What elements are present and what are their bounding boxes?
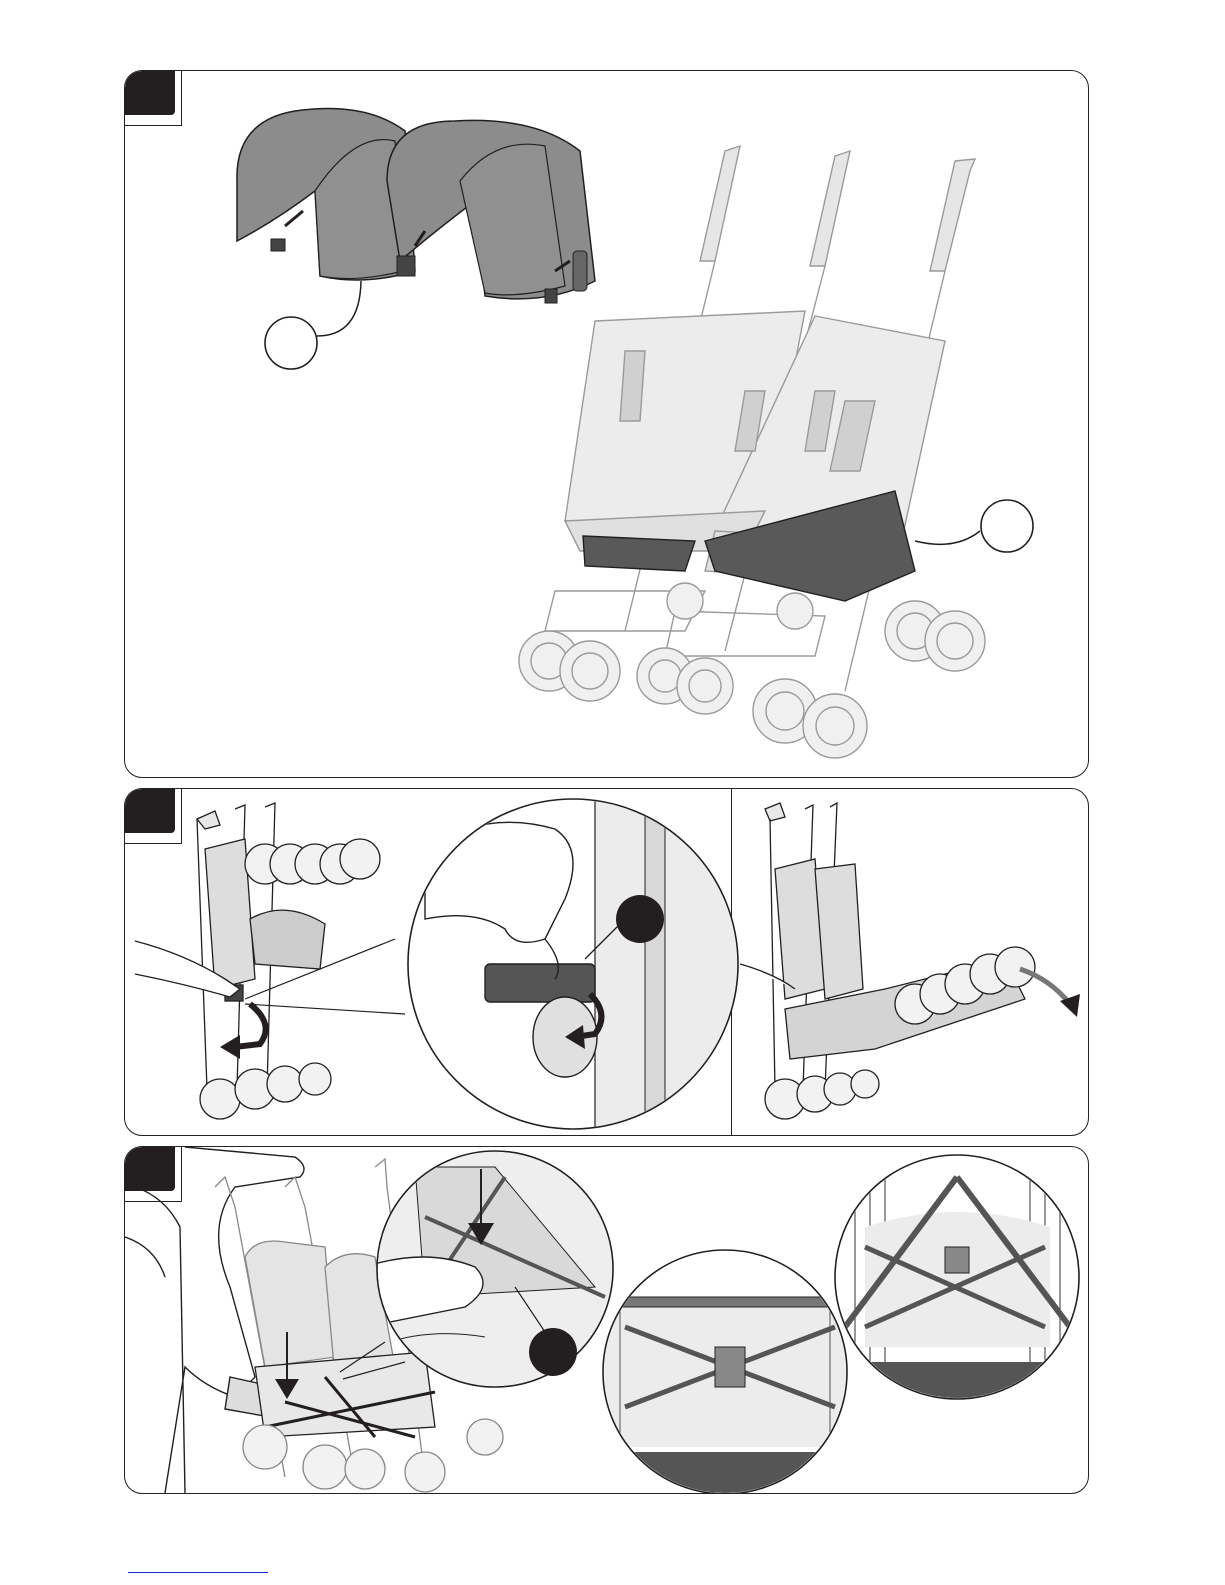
footer-rule: [128, 1572, 268, 1573]
rotate-arrow-icon: [220, 1004, 266, 1059]
folded-stroller-left: [197, 803, 380, 1119]
callout-circle-canopy: [265, 317, 317, 369]
panel-1: [124, 70, 1089, 778]
folding-stroller-right: [765, 803, 1035, 1119]
panel-2-illustration: [125, 789, 1088, 1135]
callout-circle-basket: [981, 500, 1033, 552]
callout-circle-pedal: [529, 1328, 577, 1376]
panel-1-illustration: [125, 71, 1088, 777]
panel-3-illustration: [125, 1147, 1088, 1493]
callout-circle-lever: [616, 895, 664, 943]
canopy-illustration: [237, 109, 595, 304]
panel-3: [124, 1146, 1089, 1494]
panel-2: [124, 788, 1089, 1136]
